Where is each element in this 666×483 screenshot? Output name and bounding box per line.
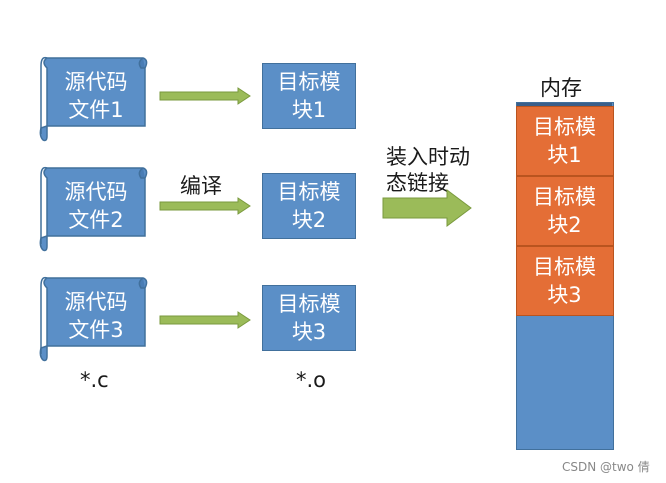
memory-segment-1-line1: 目标模 — [533, 115, 596, 139]
link-label-line1: 装入时动 — [386, 145, 470, 169]
source-file-1-line2: 文件1 — [68, 98, 124, 122]
memory-segment-3-line1: 目标模 — [533, 255, 596, 279]
memory-segment-3: 目标模 块3 — [515, 246, 614, 316]
memory-block: 目标模 块1 目标模 块2 目标模 块3 — [515, 102, 614, 450]
object-ext-label: *.o — [296, 368, 327, 392]
memory-segment-3-line2: 块3 — [547, 283, 582, 307]
memory-segment-2: 目标模 块2 — [515, 176, 614, 246]
link-label-line2: 态链接 — [386, 171, 449, 195]
memory-top-edge — [517, 103, 612, 106]
scroll-shape-3 — [39, 276, 148, 362]
compile-arrow-3 — [159, 311, 251, 329]
link-arrow — [382, 189, 472, 227]
memory-segment-2-line2: 块2 — [547, 213, 582, 237]
memory-segment-1: 目标模 块1 — [515, 106, 614, 176]
source-file-3-line1: 源代码 — [64, 290, 128, 314]
compile-arrow-1 — [159, 87, 251, 105]
scroll-shape-1 — [39, 56, 148, 142]
compile-label: 编译 — [180, 174, 222, 198]
object-module-3-line2: 块3 — [291, 320, 327, 344]
object-module-3: 目标模 块3 — [262, 285, 356, 351]
object-module-2: 目标模 块2 — [262, 173, 356, 239]
memory-title: 内存 — [540, 76, 582, 100]
object-module-2-line1: 目标模 — [277, 180, 341, 204]
memory-segment-2-line1: 目标模 — [533, 185, 596, 209]
source-file-2-line1: 源代码 — [64, 180, 128, 204]
object-module-1: 目标模 块1 — [262, 63, 356, 129]
object-module-1-line1: 目标模 — [277, 70, 341, 94]
source-file-2-line2: 文件2 — [68, 208, 124, 232]
watermark: CSDN @two 倩 — [562, 460, 650, 474]
object-module-1-line2: 块1 — [291, 98, 327, 122]
source-file-1-line1: 源代码 — [64, 70, 128, 94]
memory-segment-1-line2: 块1 — [547, 143, 582, 167]
source-ext-label: *.c — [80, 368, 109, 392]
object-module-2-line2: 块2 — [291, 208, 327, 232]
object-module-3-line1: 目标模 — [277, 292, 341, 316]
scroll-shape-2 — [39, 166, 148, 252]
source-file-3-line2: 文件3 — [68, 318, 124, 342]
compile-arrow-2 — [159, 197, 251, 215]
